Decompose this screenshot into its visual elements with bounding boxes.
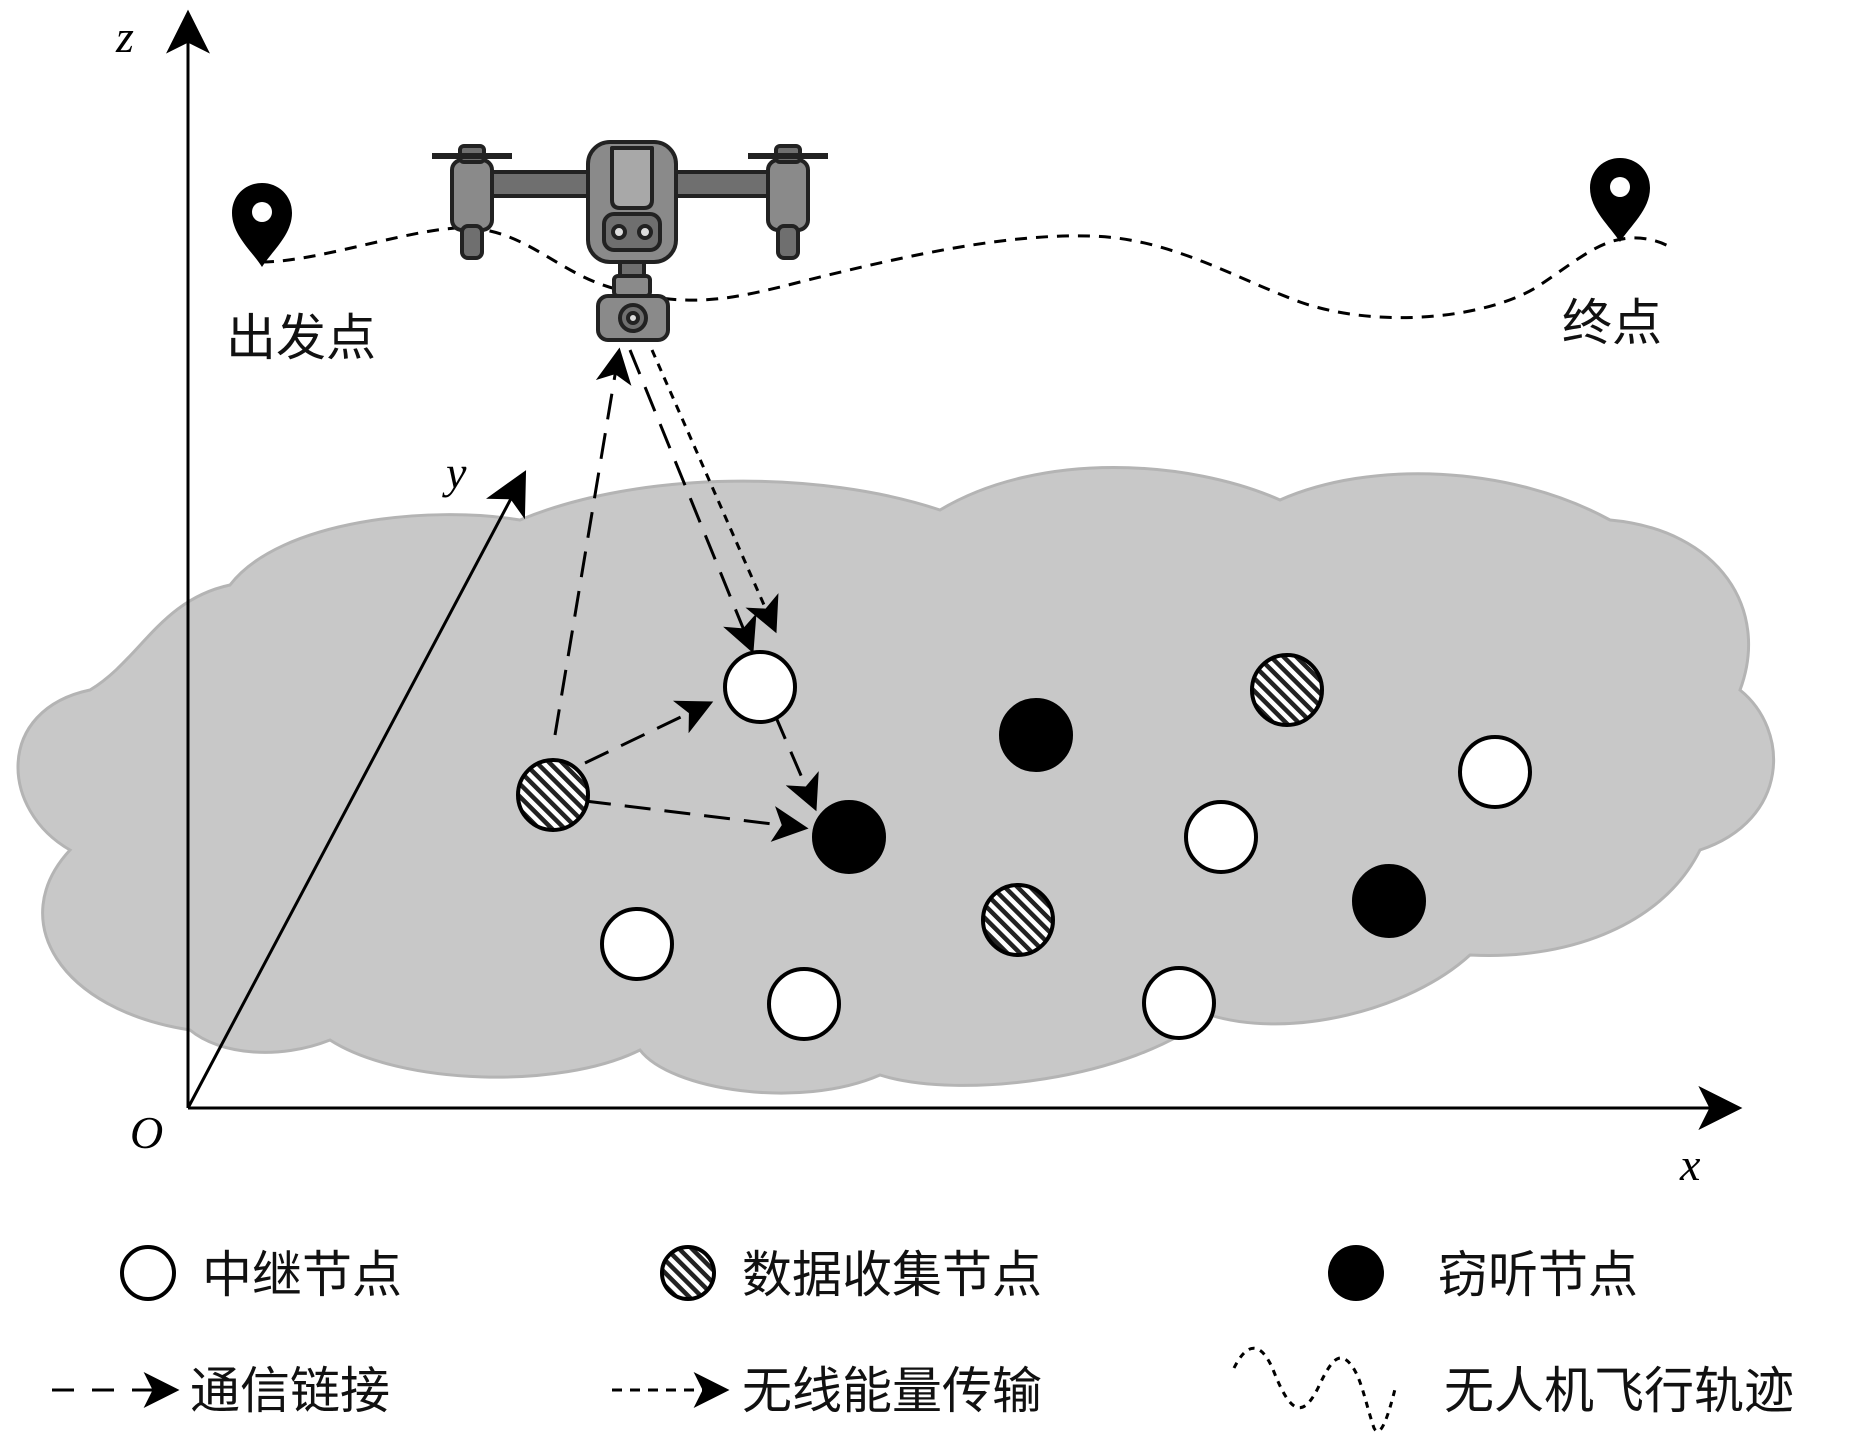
y-axis-label: y [442,447,467,498]
relay-node [723,650,797,724]
legend-collector-icon [660,1245,716,1301]
legend-trajectory-label: 无人机飞行轨迹 [1444,1362,1794,1420]
comm-link-collector-to-relay [584,700,714,765]
collector-node [516,758,590,832]
uav-flight-trajectory [261,226,1671,320]
comm-link-relay-to-eavesdropper [773,714,819,812]
drone-icon [432,140,828,342]
legend-comm-link-label: 通信链接 [190,1362,390,1420]
start-map-pin-icon [232,183,292,267]
comm-link-collector-to-uav [553,347,632,736]
eavesdropper-node [1352,864,1426,938]
legend-trajectory-icon [1232,1346,1398,1433]
comm-link-collector-to-eavesdropper [584,799,809,842]
collector-nodes [516,653,1324,957]
legend-eavesdropper-icon [1328,1245,1384,1301]
y-axis [186,470,527,1109]
power-link-uav-to-relay [650,349,779,634]
legend: 中继节点 数据收集节点 窃听节点 通信链接 无线能量传输 无人机飞行轨迹 [52,1245,1794,1433]
relay-nodes [600,650,1532,1041]
collector-node [981,883,1055,957]
end-point-label: 终点 [1562,294,1662,352]
legend-relay-label: 中继节点 [202,1246,402,1304]
legend-eavesdropper-label: 窃听节点 [1438,1246,1638,1304]
x-axis-label: x [1679,1139,1701,1190]
legend-power-transfer-label: 无线能量传输 [742,1362,1042,1420]
collector-node [1250,653,1324,727]
legend-relay-icon [120,1245,176,1301]
eavesdropper-node [999,698,1073,772]
communication-links [553,347,819,842]
relay-node [600,907,674,981]
z-axis-label: z [115,11,134,62]
end-map-pin-icon [1590,158,1650,242]
eavesdropper-node [812,800,886,874]
origin-label: O [130,1107,163,1158]
relay-node [1142,966,1216,1040]
network-area-cloud [16,466,1776,1095]
coordinate-axes: z y x O [115,9,1743,1190]
legend-collector-label: 数据收集节点 [742,1246,1042,1304]
relay-node [767,967,841,1041]
comm-link-uav-to-relay [628,349,757,654]
start-point-label: 出发点 [226,309,376,367]
relay-node [1184,800,1258,874]
wireless-power-links [650,349,779,634]
eavesdropper-nodes [812,698,1426,938]
relay-node [1458,735,1532,809]
